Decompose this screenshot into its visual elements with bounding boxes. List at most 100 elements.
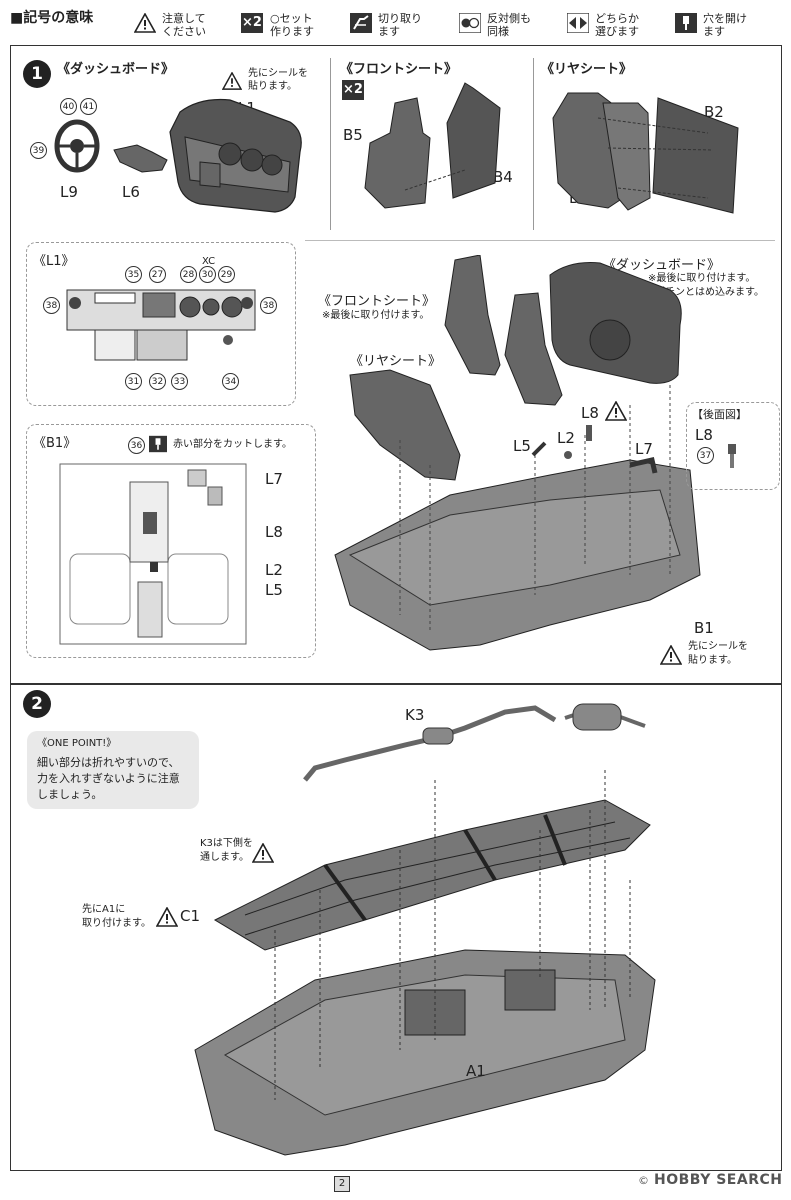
- warning-icon: [252, 843, 274, 863]
- warning-icon: [156, 907, 178, 927]
- assembly-drawing: [334, 255, 701, 651]
- part-number: 28: [180, 266, 197, 283]
- legend-label: ます: [378, 25, 400, 38]
- onepoint-title: 《ONE POINT!》: [37, 738, 117, 749]
- assembly-front-note: ※最後に取り付けます。: [322, 310, 430, 321]
- watermark-copyright: ©: [638, 1174, 649, 1187]
- part-number: 35: [125, 266, 142, 283]
- divider: [330, 58, 331, 230]
- cut-note: 赤い部分をカットします。: [173, 439, 292, 450]
- exhaust-k3-drawing: [303, 703, 646, 782]
- part-number: 38: [43, 297, 60, 314]
- rear-seat-title: 《リヤシート》: [541, 62, 633, 77]
- part-number: 40: [60, 98, 77, 115]
- legend-label: ます: [703, 25, 725, 38]
- part-label-b2: B2: [704, 103, 724, 121]
- legend-label: どちらか: [595, 12, 639, 25]
- part-number: 30: [199, 266, 216, 283]
- part-number: 34: [222, 373, 239, 390]
- l8-part-drawing: [728, 444, 736, 468]
- legend-label: 同様: [487, 25, 509, 38]
- front-seat-title: 《フロントシート》: [340, 62, 458, 77]
- chassis-a1-drawing: [194, 949, 656, 1156]
- k3-note: 通します。: [200, 852, 249, 863]
- b1-detail-box: [26, 424, 316, 658]
- part-label-b5: B5: [343, 126, 363, 144]
- page-number: 2: [334, 1176, 350, 1192]
- k3-note: K3は下側を: [200, 838, 253, 849]
- warning-icon: [605, 401, 627, 421]
- assembly-front-seat-title: 《フロントシート》: [318, 294, 436, 309]
- same-opposite-icon: [459, 13, 481, 33]
- warning-icon: [660, 645, 682, 665]
- dashboard-title: 《ダッシュボード》: [57, 62, 175, 77]
- legend-label: 選びます: [595, 25, 639, 38]
- steering-wheel-drawing: [54, 119, 100, 173]
- frame-c1-drawing: [213, 799, 651, 951]
- front-seat-drawing: [364, 82, 501, 209]
- part-number: 38: [260, 297, 277, 314]
- b1-label-l8: L8: [265, 523, 283, 541]
- part-number: 29: [218, 266, 235, 283]
- rear-view-title: 【後面図】: [692, 408, 747, 421]
- legend-label: ください: [162, 25, 206, 38]
- watermark: HOBBY SEARCH: [654, 1172, 783, 1188]
- warning-icon: [134, 13, 156, 33]
- part-number: 36: [128, 437, 145, 454]
- rear-view-part: L8: [695, 426, 713, 444]
- guide-lines: [274, 770, 631, 1100]
- c1-note: 取り付けます。: [82, 918, 151, 929]
- b1-detail-title: 《B1》: [33, 436, 77, 451]
- b1-seal-note: 貼ります。: [688, 655, 737, 666]
- assembly-label-l2: L2: [557, 429, 575, 447]
- divider: [305, 240, 775, 241]
- part-number: 33: [171, 373, 188, 390]
- step-number: 2: [23, 690, 51, 718]
- b1-label-l7: L7: [265, 470, 283, 488]
- seal-note: 貼ります。: [248, 81, 297, 92]
- legend-label: 注意して: [162, 12, 206, 25]
- assembly-rear-seat-title: 《リヤシート》: [350, 354, 442, 369]
- either-choose-icon: [567, 13, 589, 33]
- part-label-c1: C1: [180, 907, 201, 925]
- assembly-label-l8: L8: [581, 404, 599, 422]
- legend-title: ■記号の意味: [10, 10, 94, 26]
- onepoint-line: 力を入れすぎないように注意: [37, 772, 180, 785]
- divider: [533, 58, 534, 230]
- warning-icon: [222, 72, 242, 90]
- legend-label: 作ります: [270, 25, 314, 38]
- part-label-b4: B4: [493, 168, 513, 186]
- l1-detail-title: 《L1》: [33, 254, 75, 269]
- c1-note: 先にA1に: [82, 904, 126, 915]
- assembly-dash-note: ※最後に取り付けます。: [648, 273, 756, 284]
- part-label-k3: K3: [405, 706, 425, 724]
- dashboard-part-drawing: [169, 98, 302, 213]
- part-number: 31: [125, 373, 142, 390]
- assembly-dashboard-title: 《ダッシュボード》: [603, 258, 721, 273]
- assembly-label-b1: B1: [694, 619, 714, 637]
- onepoint-line: 細い部分は折れやすいので、: [37, 756, 180, 769]
- assembly-label-l7: L7: [635, 440, 653, 458]
- onepoint-line: しましょう。: [37, 788, 103, 801]
- legend-label: ○セット: [270, 12, 313, 25]
- b1-label-l5: L5: [265, 581, 283, 599]
- b1-label-l2: L2: [265, 561, 283, 579]
- step2-panel: [10, 683, 782, 1171]
- cut-icon: [350, 13, 372, 33]
- times-two-icon: ×2: [342, 80, 364, 100]
- rear-seat-drawing: [552, 92, 739, 214]
- xc-label: XC: [202, 256, 216, 267]
- b1-seal-note: 先にシールを: [688, 641, 748, 652]
- part-label-l9: L9: [60, 183, 78, 201]
- drill-hole-icon: [149, 435, 167, 453]
- drill-hole-icon: [675, 13, 697, 33]
- part-label-l6: L6: [122, 183, 140, 201]
- times-two-icon: ×2: [241, 13, 263, 33]
- b1-floor-top-drawing: [59, 463, 247, 645]
- onepoint-box: [27, 731, 199, 809]
- rear-view-box: [686, 402, 780, 490]
- part-number: 32: [149, 373, 166, 390]
- seal-note: 先にシールを: [248, 68, 308, 79]
- l1-dashboard-front-drawing: [66, 289, 256, 361]
- legend-label: 切り取り: [378, 12, 422, 25]
